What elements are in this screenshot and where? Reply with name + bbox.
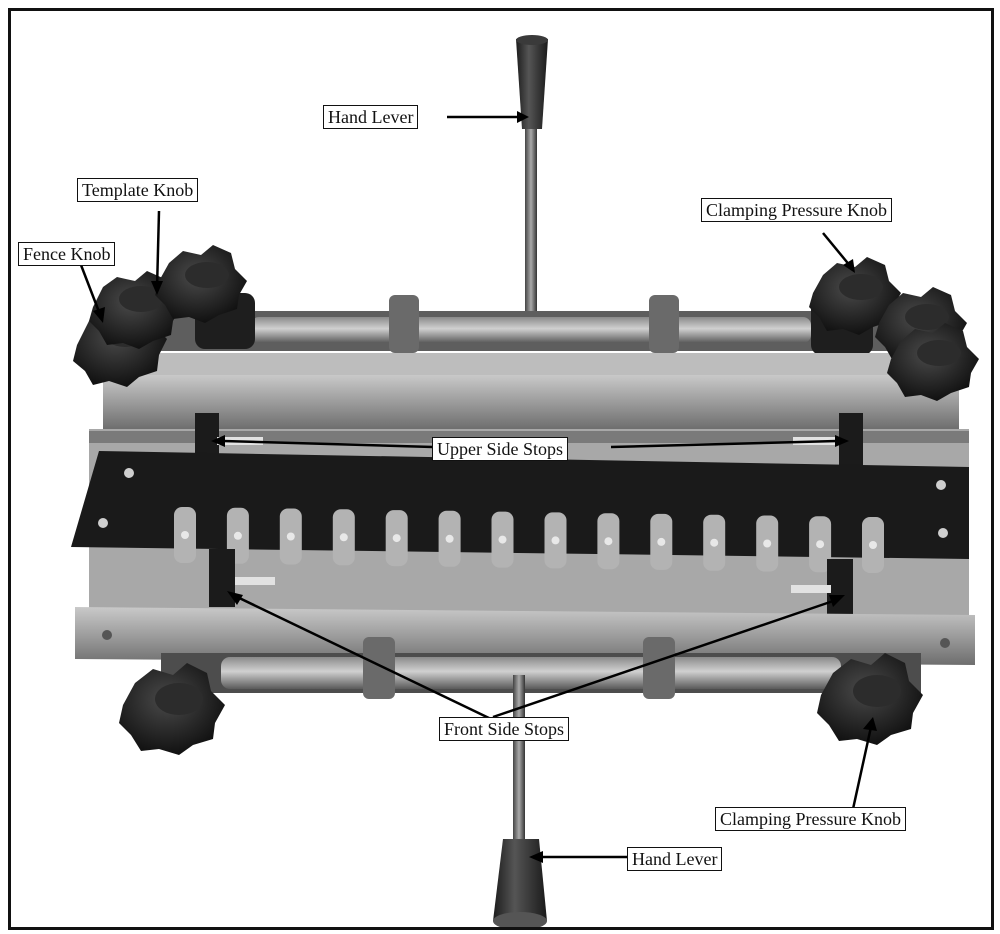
template-slot-bolt [604,537,613,546]
rail-hole [102,630,112,640]
template-slot-bolt [551,536,560,545]
dovetail-jig-illustration [71,35,979,927]
callout-front-side-stops: Front Side Stops [439,717,570,741]
front-side-stop-right [827,559,853,615]
clamping-pressure-knob-left-icon [119,663,225,755]
callout-upper-side-stops: Upper Side Stops [432,437,568,461]
template-slot-bolt [339,533,348,542]
clamping-pressure-knob-top-icon [809,257,901,335]
template-slot-bolt [498,535,507,544]
callout-template-knob: Template Knob [77,178,199,202]
front-stop-slot-left [235,577,275,585]
template-screw [936,480,946,490]
template-slot-bolt [816,540,825,549]
right-fence-knob-icon [875,287,979,401]
template-knob-icon [155,245,247,323]
template-slot-bolt [181,531,189,539]
callout-fence-knob: Fence Knob [18,242,116,266]
figure-frame: Hand Lever Template Knob Fence Knob Clam… [8,8,994,930]
rear-fence-rail [103,375,959,429]
template-screw [124,468,134,478]
template-screw [938,528,948,538]
dovetail-template [71,451,969,573]
template-slot-bolt [657,537,666,546]
front-clamp-bar [161,637,921,699]
top-hand-lever [516,35,548,311]
template-slot-bolt [763,539,772,548]
template-slot-bolt [710,538,719,547]
template-slot-bolt [286,532,295,541]
callout-hand-lever-top: Hand Lever [323,105,419,129]
callout-hand-lever-bottom: Hand Lever [627,847,723,871]
leader-arrowheads [93,111,877,863]
leader-lines [79,115,873,859]
callout-clamping-pressure-knob-top: Clamping Pressure Knob [701,198,892,222]
front-side-stop-left [209,549,235,607]
rear-rail-top [133,353,933,375]
callout-clamping-pressure-knob-bottom: Clamping Pressure Knob [715,807,906,831]
template-slot-bolt [869,541,877,549]
rail-hole [940,638,950,648]
front-stop-slot-right [791,585,831,593]
clamping-pressure-knob-bottom-icon [817,653,923,745]
template-screw [98,518,108,528]
template-slot-bolt [445,534,454,543]
front-fence-rail [75,607,975,665]
template-slot-bolt [392,534,401,543]
template-slot-bolt [233,531,242,540]
bottom-hand-lever [493,675,547,927]
